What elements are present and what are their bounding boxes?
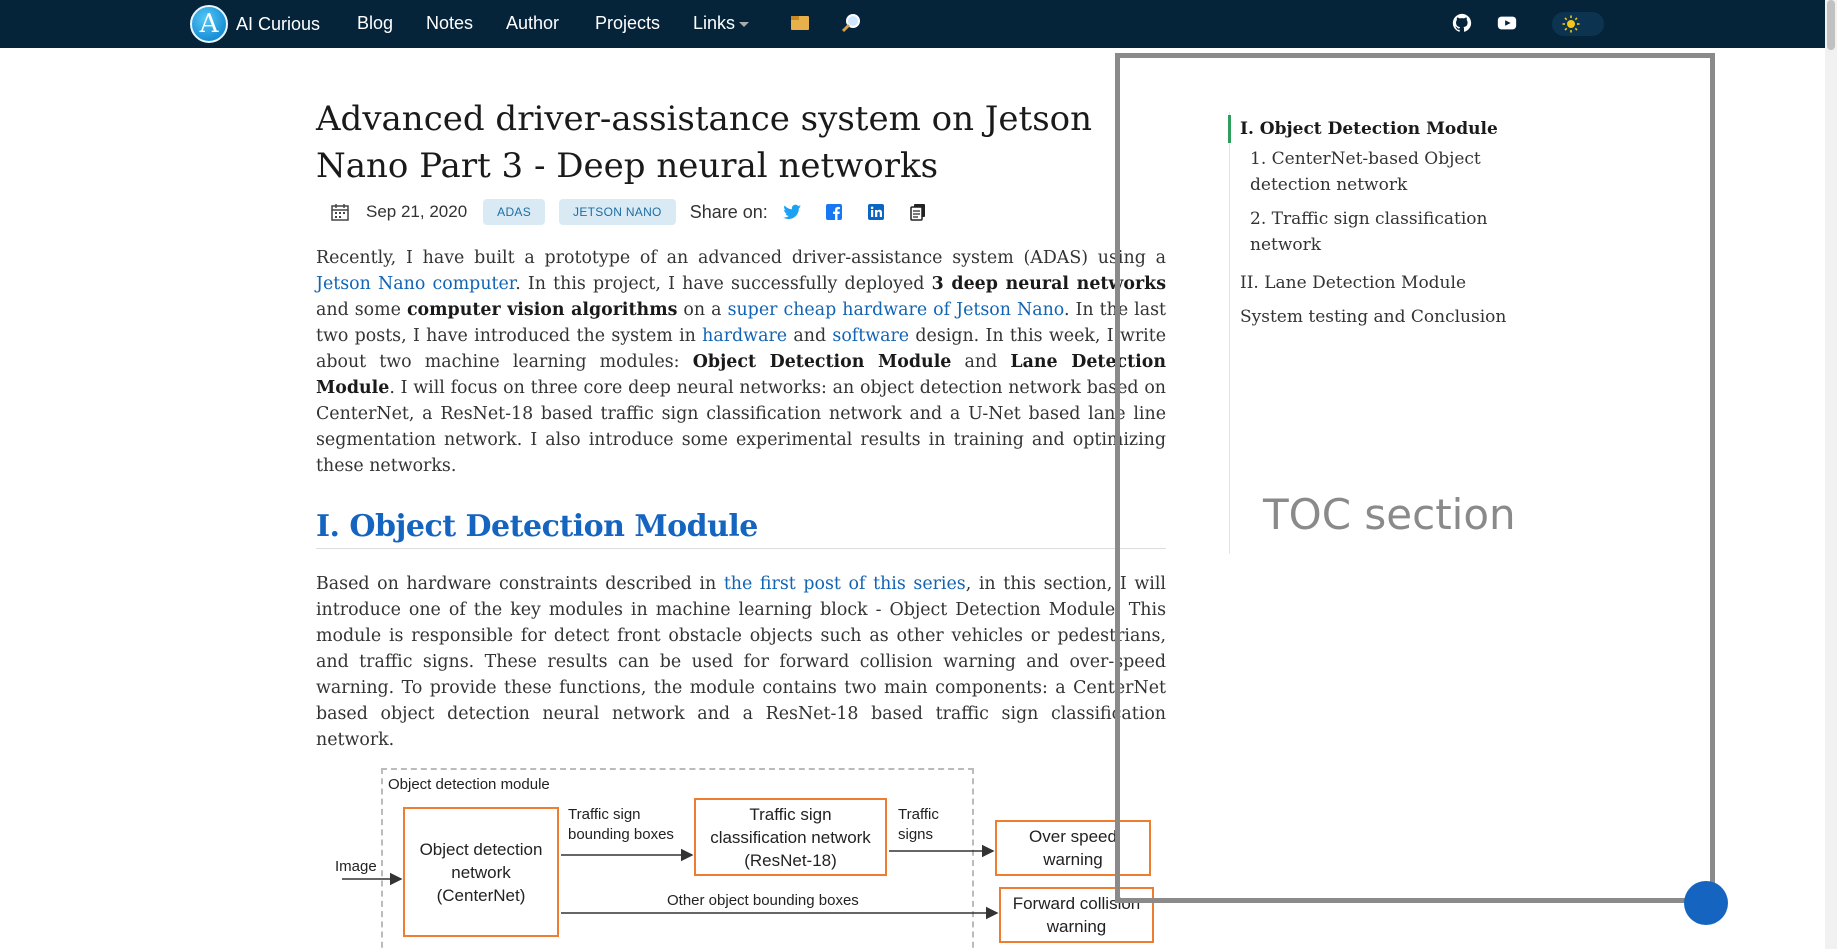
copy-link-icon[interactable]	[908, 202, 928, 222]
nav-notes[interactable]: Notes	[426, 13, 474, 33]
edge-label-boxes: Traffic sign bounding boxes	[568, 806, 674, 843]
calendar-icon	[331, 204, 349, 221]
toc-highlight-frame	[1115, 53, 1715, 903]
share-label: Share on:	[689, 201, 768, 222]
sun-icon	[1562, 15, 1580, 33]
bold-text: Lane Detection Module	[316, 352, 1166, 398]
toc-item-lane-detection[interactable]: II. Lane Detection Module	[1240, 273, 1467, 293]
input-label: Image	[335, 858, 377, 875]
text: and some	[316, 300, 407, 320]
toc-section-label: TOC section	[1263, 490, 1516, 539]
toc-item-traffic-sign[interactable]: 2. Traffic sign classification network	[1250, 209, 1488, 255]
software-post-link[interactable]: software	[832, 326, 910, 346]
bold-text: computer vision algorithms	[406, 300, 678, 320]
nav-links[interactable]: Links	[693, 13, 750, 34]
chevron-down-icon	[739, 21, 750, 27]
nav-projects[interactable]: Projects	[595, 13, 661, 33]
text: . In this project, I have successfully d…	[515, 274, 932, 294]
bold-text: 3 deep neural networks	[931, 274, 1166, 294]
module-label: Object detection module	[388, 776, 550, 793]
text: Recently, I have built a prototype of an…	[316, 248, 1166, 268]
theme-toggle[interactable]	[1552, 12, 1604, 36]
toc-item-object-detection[interactable]: I. Object Detection Module	[1240, 119, 1498, 139]
module-boundary	[381, 768, 974, 949]
tag-adas[interactable]: ADAS	[483, 199, 546, 225]
edge-label-signs: Traffic signs	[898, 806, 939, 843]
edge-label-other: Other object bounding boxes	[667, 892, 859, 909]
toc-item-centernet[interactable]: 1. CenterNet-based Object detection netw…	[1250, 149, 1481, 195]
text: on a	[677, 300, 728, 320]
fcw-box: Forward collision warning	[999, 887, 1154, 943]
text: . In the last two posts, I have introduc…	[316, 300, 1167, 346]
back-to-top-button[interactable]	[1684, 881, 1728, 925]
facebook-icon[interactable]	[824, 202, 844, 222]
section-heading: I. Object Detection Module	[316, 509, 1166, 549]
scrollbar-thumb[interactable]	[1827, 0, 1835, 50]
toc-active-indicator	[1228, 115, 1231, 143]
text: , in this section, I will introduce one …	[316, 574, 1166, 750]
search-icon[interactable]	[840, 12, 862, 34]
text: design. In this week, I write about two …	[316, 326, 1166, 372]
ts-network-box: Traffic sign classification network (Res…	[694, 798, 887, 876]
text: Based on hardware constraints described …	[316, 574, 724, 594]
text: and	[787, 326, 833, 346]
youtube-icon[interactable]	[1496, 12, 1518, 34]
cheap-hardware-link[interactable]: super cheap hardware of Jetson Nano	[727, 300, 1064, 320]
intro-paragraph: Recently, I have built a prototype of an…	[316, 245, 1166, 479]
nav-blog[interactable]: Blog	[357, 13, 394, 33]
first-post-link[interactable]: the first post of this series	[723, 574, 966, 594]
folder-icon[interactable]	[789, 12, 811, 34]
object-detection-diagram: Object detection module Image Object det…	[330, 765, 1160, 949]
diagram-arrows	[342, 844, 999, 920]
od-network-box: Object detection network (CenterNet)	[403, 807, 559, 937]
github-icon[interactable]	[1451, 12, 1473, 34]
linkedin-icon[interactable]	[866, 202, 886, 222]
page-scrollbar[interactable]	[1825, 0, 1837, 949]
brand-name: AI Curious	[236, 13, 321, 34]
article-meta: Sep 21, 2020 ADAS JETSON NANO Share on:	[316, 197, 1166, 227]
jetson-nano-computer-link[interactable]: Jetson Nano computer	[316, 274, 516, 294]
toc-item-conclusion[interactable]: System testing and Conclusion	[1240, 307, 1507, 327]
site-logo: A	[190, 5, 228, 43]
overspeed-warning-box: Over speed warning	[995, 820, 1151, 876]
post-date: Sep 21, 2020	[366, 202, 468, 221]
brand-link[interactable]: A AI Curious	[190, 5, 320, 43]
twitter-icon[interactable]	[782, 202, 802, 222]
article: Advanced driver-assistance system on Jet…	[316, 96, 1166, 753]
article-title: Advanced driver-assistance system on Jet…	[316, 99, 1093, 186]
nav-author[interactable]: Author	[506, 13, 560, 33]
text: . I will focus on three core deep neural…	[316, 378, 1166, 476]
tag-jetson-nano[interactable]: JETSON NANO	[559, 199, 676, 225]
bold-text: Object Detection Module	[692, 352, 952, 372]
hardware-post-link[interactable]: hardware	[702, 326, 788, 346]
text: and	[951, 352, 1011, 372]
table-of-contents: I. Object Detection Module 1. CenterNet-…	[1228, 112, 1569, 554]
nav-links-label: Links	[693, 13, 736, 33]
section-paragraph: Based on hardware constraints described …	[316, 571, 1166, 753]
top-navbar: A AI Curious Blog Notes Author Projects …	[0, 0, 1825, 48]
